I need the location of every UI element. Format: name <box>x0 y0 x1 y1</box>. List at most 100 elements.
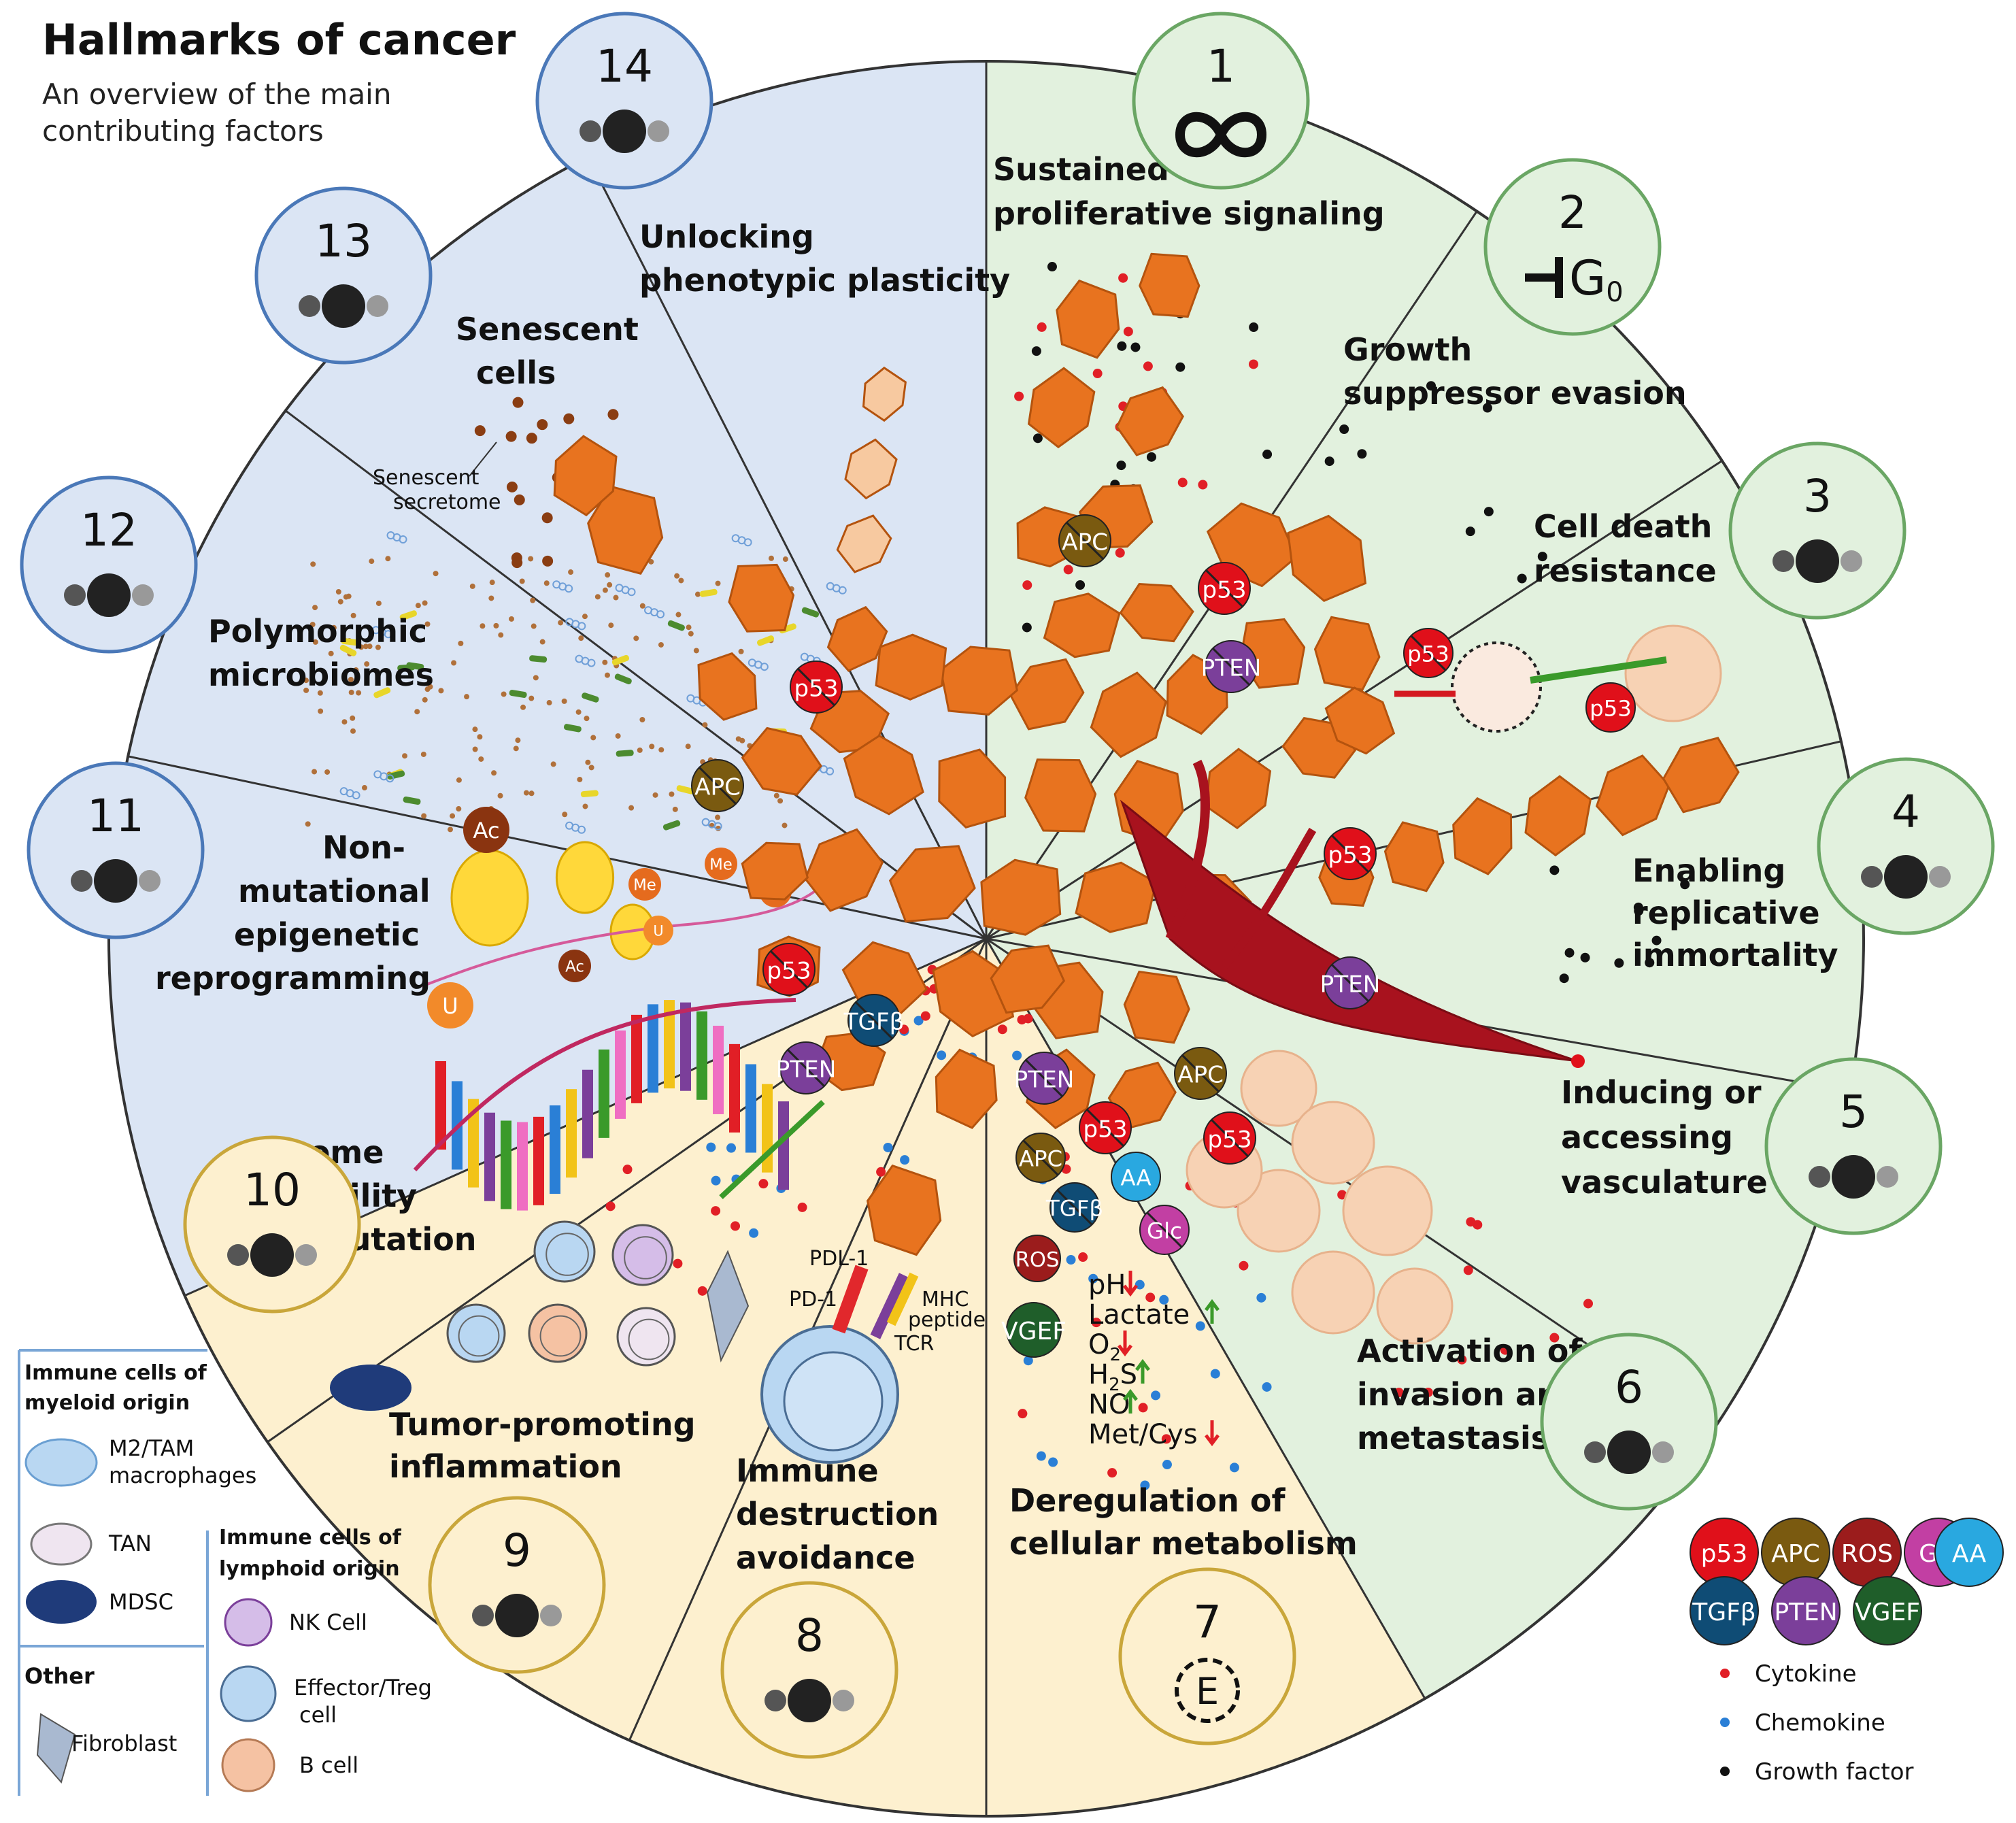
secretome-particle <box>514 494 525 505</box>
sector-label-s4: replicative <box>1632 894 1820 931</box>
badge-circle <box>428 1496 606 1674</box>
microbe-speck <box>702 722 708 728</box>
signal-particle <box>1229 1462 1239 1473</box>
aa-marker-label: AA <box>1120 1165 1151 1191</box>
secretome-particle <box>542 555 554 567</box>
apc-marker-label: APC <box>1177 1061 1224 1088</box>
metabolite-label: NO <box>1088 1389 1130 1420</box>
microbe-speck <box>414 709 420 715</box>
tumor-cell <box>1205 748 1272 830</box>
signal-particle <box>1018 1409 1028 1419</box>
microbe-speck <box>488 595 494 601</box>
signal-particle <box>1014 391 1024 401</box>
coccus <box>577 622 586 631</box>
bacterium <box>339 644 357 656</box>
hallmark-badge-9: 9 <box>428 1496 606 1674</box>
microbe-speck <box>508 616 514 622</box>
plastic-cell <box>862 366 907 422</box>
microbe-speck <box>782 822 788 829</box>
microbe-speck <box>715 580 721 586</box>
microbe-speck <box>605 572 611 578</box>
ubiquitin-tag <box>643 916 673 946</box>
block-cell-icon <box>765 1679 854 1722</box>
bacterium <box>614 673 632 685</box>
microbe-speck <box>356 690 362 696</box>
tumor-cell <box>1115 386 1184 456</box>
signal-particle <box>711 1206 721 1216</box>
microbe-speck <box>528 556 534 562</box>
signal-particle <box>1145 1292 1156 1303</box>
signal-particle <box>1473 1220 1483 1230</box>
signal-particle <box>1614 958 1624 968</box>
microbe-speck <box>602 659 608 665</box>
tumor-cell <box>1324 686 1396 755</box>
microbe-speck <box>562 812 568 818</box>
microbe-speck <box>607 582 613 588</box>
ubiquitin-tag-label: U <box>442 993 458 1019</box>
badge-circle <box>1764 1057 1943 1235</box>
inactivation-slash <box>1181 1054 1220 1092</box>
dna-base-pair <box>631 1014 642 1103</box>
plastic-cell <box>836 514 892 573</box>
signal-particle <box>1324 456 1334 467</box>
sector-label-s4: immortality <box>1632 937 1838 973</box>
effector-cell-icon <box>220 1665 277 1722</box>
signal-particle <box>1116 461 1126 471</box>
sector-label-s5: accessing <box>1561 1119 1733 1156</box>
icon-detail <box>1929 866 1951 888</box>
signal-particle <box>1465 526 1475 537</box>
microbe-speck <box>531 623 537 629</box>
badge-number: 12 <box>80 504 137 556</box>
hallmark-badge-14: 14 <box>535 12 713 190</box>
icon-cell <box>1884 855 1928 899</box>
hallmark-badge-1: 1 <box>1132 12 1310 190</box>
signal-particle <box>1036 1451 1046 1461</box>
tumor-cell <box>1287 514 1367 603</box>
macrophage-nucleus <box>545 1233 589 1276</box>
bacterium <box>563 724 582 733</box>
ros-marker <box>1013 1235 1061 1282</box>
signal-particle <box>1423 1387 1433 1397</box>
signal-particle <box>1143 361 1153 371</box>
hallmark-badge-8: 8 <box>720 1581 898 1759</box>
signal-particle <box>1140 1480 1150 1490</box>
apoptosis-arrow <box>1530 656 1667 684</box>
legend-marker-label: ROS <box>1841 1540 1893 1568</box>
tgfb-marker-label: TGFβ <box>1045 1196 1103 1222</box>
microbe-speck <box>433 571 439 577</box>
increase-arrow <box>1135 1358 1150 1384</box>
signal-particle <box>1483 507 1494 517</box>
coccus <box>384 630 392 639</box>
coccus <box>627 588 636 597</box>
bacterium <box>756 635 775 646</box>
signal-particle <box>749 1228 759 1238</box>
microbe-speck <box>420 751 426 757</box>
neutrophil-nucleus <box>628 1318 670 1360</box>
signal-particle <box>711 1175 721 1186</box>
microbe-speck <box>364 661 370 667</box>
microbe-speck <box>585 759 591 765</box>
signal-particle <box>1022 622 1032 633</box>
tumor-cell <box>1024 758 1097 833</box>
sector-label-s8: Immune <box>736 1452 879 1489</box>
dying-cell <box>1451 641 1542 733</box>
tumor-cell <box>826 605 888 672</box>
sector-label-s6: Activation of <box>1357 1333 1583 1369</box>
secretome-particle <box>506 481 518 492</box>
nk-label: NK Cell <box>289 1609 367 1635</box>
skull-icon <box>1773 539 1862 583</box>
icon-cell <box>1796 539 1839 583</box>
tumor-cell <box>980 858 1062 936</box>
coccus <box>399 535 407 544</box>
signal-particle <box>1023 1356 1033 1366</box>
bacterium <box>580 790 599 798</box>
microbe-speck <box>402 753 408 759</box>
coccus <box>565 584 573 593</box>
vessel-icon <box>1809 1155 1898 1199</box>
microbe-speck <box>310 561 316 567</box>
vgef-marker <box>1006 1302 1062 1358</box>
dna-base-pair <box>778 1101 789 1190</box>
icon-detail <box>1584 1441 1606 1463</box>
microbe-speck <box>464 694 470 700</box>
immortal-cell <box>1383 821 1445 892</box>
